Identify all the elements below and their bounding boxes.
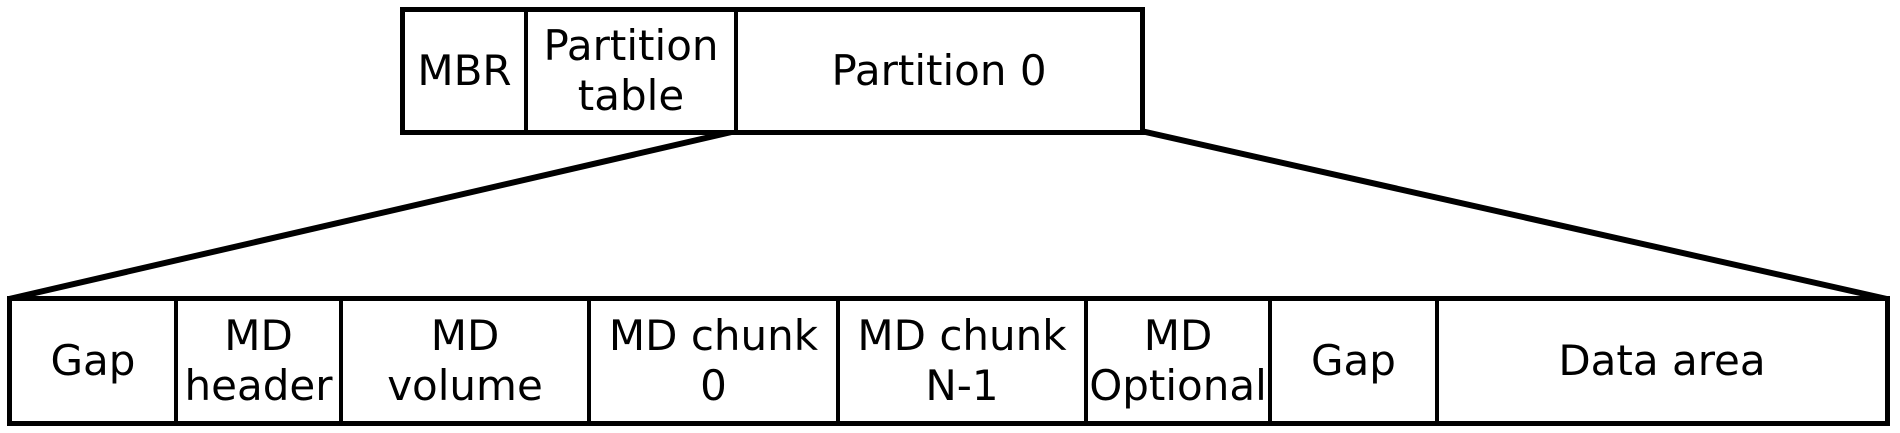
cell-md-header: MD header <box>174 301 339 421</box>
cell-md-chunk-n-1: MD chunk N-1 <box>836 301 1084 421</box>
cell-partition-table: Partition table <box>524 12 734 130</box>
expansion-line-right <box>1140 128 1888 302</box>
cell-gap-leading: Gap <box>50 336 136 385</box>
expansion-line-left <box>8 128 737 302</box>
cell-mbr: MBR <box>417 46 512 95</box>
cell-partition-0: Partition 0 <box>734 12 1140 130</box>
cell-data-area: Data area <box>1435 301 1885 421</box>
cell-md-optional: MD Optional <box>1084 301 1268 421</box>
disk-row: MBR Partition table Partition 0 <box>400 7 1145 135</box>
cell-md-chunk-0: MD chunk 0 <box>587 301 836 421</box>
cell-md-volume: MD volume <box>339 301 587 421</box>
cell-gap-trailing: Gap <box>1268 301 1435 421</box>
partition-0-expanded-row: Gap MD header MD volume MD chunk 0 MD ch… <box>7 296 1890 426</box>
